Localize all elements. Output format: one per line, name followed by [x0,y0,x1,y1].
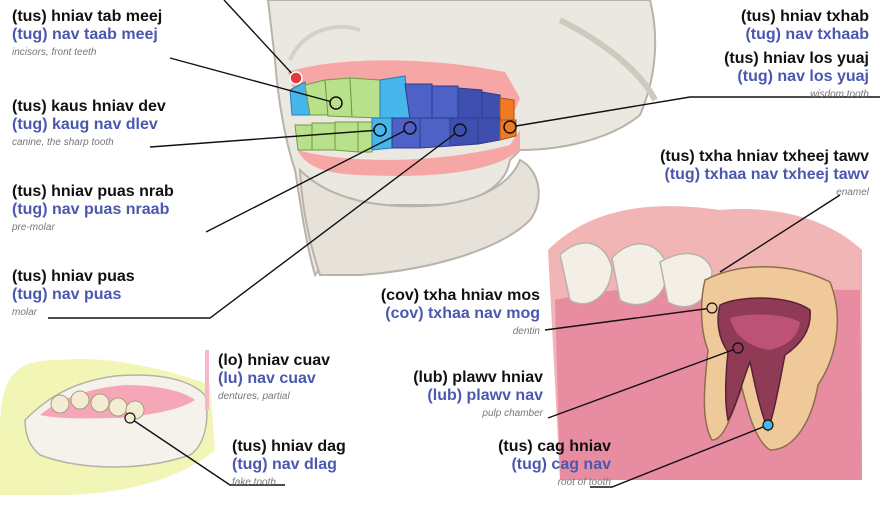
fake-tooth-leader-line [129,417,285,486]
premolar-english: pre-molar [12,221,55,233]
dentures-illustration [0,359,215,495]
premolar-marker [403,121,417,135]
dentures-hmong: (lo) hniav cuav [218,352,331,369]
tooth-cross-section [548,206,862,480]
canine-english: canine, the sharp tooth [12,136,114,148]
dentures-alt: (lu) nav cuav [218,370,316,388]
dentin-marker [706,302,718,314]
premolar-label: (tus) hniav puas nrab (tug) nav puas nra… [12,183,174,233]
wisdom-hmong: (tus) hniav los yuaj [724,50,869,67]
enamel-label: (tus) txha hniav txheej tawv (tug) txhaa… [660,148,869,198]
canine-leader-line [149,129,381,148]
incisor-top-marker [289,71,303,85]
enamel-alt: (tug) txhaa nav txheej tawv [664,166,870,184]
dentin-leader-line [544,307,713,331]
fake-tooth-marker [124,412,136,424]
fake-tooth-english: fake tooth [232,476,276,488]
incisors-leader-line [169,57,337,104]
fake-tooth-label: (tus) hniav dag (tug) nav dlag fake toot… [232,438,346,488]
pulp-leader-line [547,347,739,419]
fake-tooth-alt: (tug) nav dlag [232,456,337,474]
canine-label: (tus) kaus hniav dev (tug) kaug nav dlev… [12,98,166,148]
molar-alt: (tug) nav puas [12,286,122,304]
lower-gum [298,130,520,176]
pulp-label: (lub) plawv hniav (lub) plawv nav pulp c… [413,369,543,419]
dentin-english: dentin [512,325,540,337]
pulp-marker [732,342,744,354]
tooth-hmong: (tus) hniav txhab [740,8,869,25]
root-marker [762,419,774,431]
enamel-english: enamel [836,186,869,198]
pulp-alt: (lub) plawv nav [427,387,543,405]
incisors-label: (tus) hniav tab meej (tug) nav taab meej… [12,8,162,58]
pulp-hmong: (lub) plawv hniav [413,369,543,386]
upper-teeth [289,75,515,123]
canine-marker [373,123,387,137]
dentin-alt: (cov) txhaa nav mog [385,305,540,323]
premolar-alt: (tug) nav puas nraab [12,201,170,219]
root-hmong: (tus) cag hniav [498,438,611,455]
enamel-leader-line [719,194,841,273]
incisors-english: incisors, front teeth [12,46,97,58]
molar-label: (tus) hniav puas (tug) nav puas molar [12,268,135,318]
wisdom-label: (tus) hniav los yuaj (tug) nav los yuaj … [724,50,869,100]
root-leader-line [590,424,769,488]
wisdom-marker [503,120,517,134]
tooth-label: (tus) hniav txhab (tug) nav txhaab [741,8,869,45]
incisors-top-leader-line [223,0,297,79]
premolar-leader-line [205,127,411,233]
fake-tooth-hmong: (tus) hniav dag [232,438,346,455]
wisdom-leader-line [509,96,880,128]
root-label: (tus) cag hniav (tug) cag nav root of to… [498,438,611,488]
root-english: root of tooth [557,476,611,488]
markers [124,71,774,431]
molar-hmong: (tus) hniav puas [12,268,135,285]
accent-bar [205,350,209,410]
incisors-hmong: (tus) hniav tab meej [12,8,163,25]
premolar-hmong: (tus) hniav puas nrab [12,183,174,200]
dentures-english: dentures, partial [218,390,290,402]
incisors-alt: (tug) nav taab meej [12,26,158,44]
wisdom-english: wisdom tooth [810,88,869,100]
pulp-english: pulp chamber [482,407,543,419]
molar-marker [453,123,467,137]
incisor-marker [329,96,343,110]
root-alt: (tug) cag nav [511,456,611,474]
molar-english: molar [12,306,38,318]
canine-alt: (tug) kaug nav dlev [12,116,158,134]
enamel-hmong: (tus) txha hniav txheej tawv [660,148,869,165]
canine-hmong: (tus) kaus hniav dev [12,98,166,115]
dentin-hmong: (cov) txha hniav mos [380,287,540,304]
dentures-label: (lo) hniav cuav (lu) nav cuav dentures, … [218,352,330,402]
molar-leader-line [48,129,461,319]
wisdom-alt: (tug) nav los yuaj [737,68,869,86]
dentin-label: (cov) txha hniav mos (cov) txhaa nav mog… [381,287,540,337]
leader-lines [48,0,880,488]
tooth-alt: (tug) nav txhaab [745,26,869,44]
